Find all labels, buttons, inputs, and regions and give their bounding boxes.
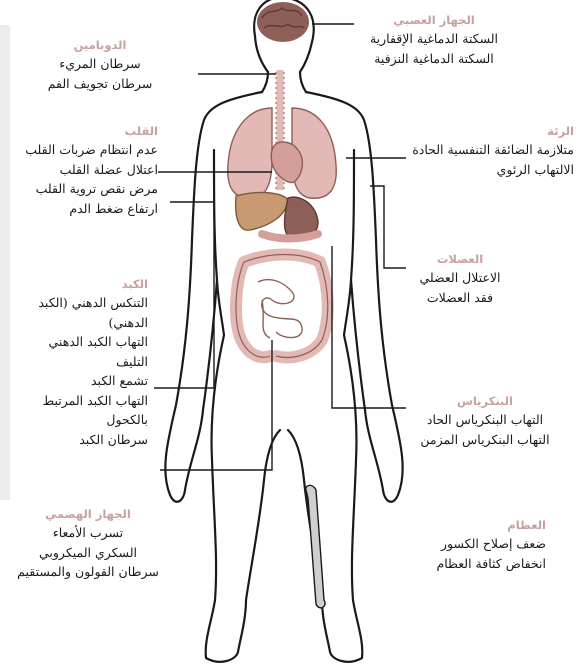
label-pancreas-item: التهاب البنكرياس الحاد (410, 410, 560, 430)
label-nervous-item: السكتة الدماغية النزفية (354, 49, 514, 69)
femur-bone (306, 485, 325, 607)
label-pancreas-item: التهاب البنكرياس المزمن (410, 430, 560, 450)
label-liver-item: بالكحول (6, 410, 148, 430)
label-heart-item: مرض نقص تروية القلب (2, 179, 158, 199)
label-lung-item: الالتهاب الرئوي (404, 160, 574, 180)
label-dopamine-item: سرطان تجويف الفم (30, 74, 170, 94)
label-digestive-item: السكري الميكروبي (8, 543, 168, 563)
label-liver-item: الدهني) (6, 313, 148, 333)
label-lung-title: الرئة (404, 122, 574, 140)
label-muscles-item: الاعتلال العضلي (410, 268, 510, 288)
label-liver-item: تشمع الكبد (6, 371, 148, 391)
label-muscles-item: فقد العضلات (410, 288, 510, 308)
label-nervous: الجهاز العصبي السكتة الدماغية الإقفارية … (354, 11, 514, 68)
pancreas-organ (262, 234, 318, 239)
label-bones-item: انخفاض كثافة العظام (416, 554, 546, 574)
label-digestive-title: الجهاز الهضمي (8, 505, 168, 523)
label-heart-item: عدم انتظام ضربات القلب (2, 140, 158, 160)
label-heart-title: القلب (2, 122, 158, 140)
label-liver-title: الكبد (6, 275, 148, 293)
label-digestive-item: سرطان القولون والمستقيم (8, 562, 168, 582)
label-digestive: الجهاز الهضمي تسرب الأمعاء السكري الميكر… (8, 505, 168, 582)
small-intestine (258, 280, 302, 338)
label-lung-item: متلازمة الضائقة التنفسية الحادة (404, 140, 574, 160)
liver-organ (236, 193, 288, 231)
label-pancreas: البنكرياس التهاب البنكرياس الحاد التهاب … (410, 392, 560, 449)
leader-pancreas (332, 246, 406, 408)
label-nervous-item: السكتة الدماغية الإقفارية (354, 29, 514, 49)
label-liver-item: التهاب الكبد الدهني (6, 332, 148, 352)
brain-organ (257, 2, 309, 42)
label-liver: الكبد التنكس الدهني (الكبد الدهني) التها… (6, 275, 148, 449)
label-liver-item: التنكس الدهني (الكبد (6, 293, 148, 313)
label-heart: القلب عدم انتظام ضربات القلب اعتلال عضلة… (2, 122, 158, 218)
lung-left (228, 108, 272, 198)
label-pancreas-title: البنكرياس (410, 392, 560, 410)
leader-liver (154, 202, 214, 388)
label-dopamine-item: سرطان المريء (30, 54, 170, 74)
label-dopamine-title: الدوبامين (30, 36, 170, 54)
label-muscles: العضلات الاعتلال العضلي فقد العضلات (410, 250, 510, 307)
label-bones-title: العظام (416, 516, 546, 534)
label-bones-item: ضعف إصلاح الكسور (416, 534, 546, 554)
label-dopamine: الدوبامين سرطان المريء سرطان تجويف الفم (30, 36, 170, 93)
label-heart-item: ارتفاع ضغط الدم (2, 199, 158, 219)
label-muscles-title: العضلات (410, 250, 510, 268)
label-nervous-title: الجهاز العصبي (354, 11, 514, 29)
label-liver-item: سرطان الكبد (6, 430, 148, 450)
label-heart-item: اعتلال عضلة القلب (2, 160, 158, 180)
label-liver-item: التليف (6, 352, 148, 372)
label-bones: العظام ضعف إصلاح الكسور انخفاض كثافة الع… (416, 516, 546, 573)
label-liver-item: التهاب الكبد المرتبط (6, 391, 148, 411)
label-digestive-item: تسرب الأمعاء (8, 523, 168, 543)
large-intestine (236, 255, 328, 358)
label-lung: الرئة متلازمة الضائقة التنفسية الحادة ال… (404, 122, 574, 179)
